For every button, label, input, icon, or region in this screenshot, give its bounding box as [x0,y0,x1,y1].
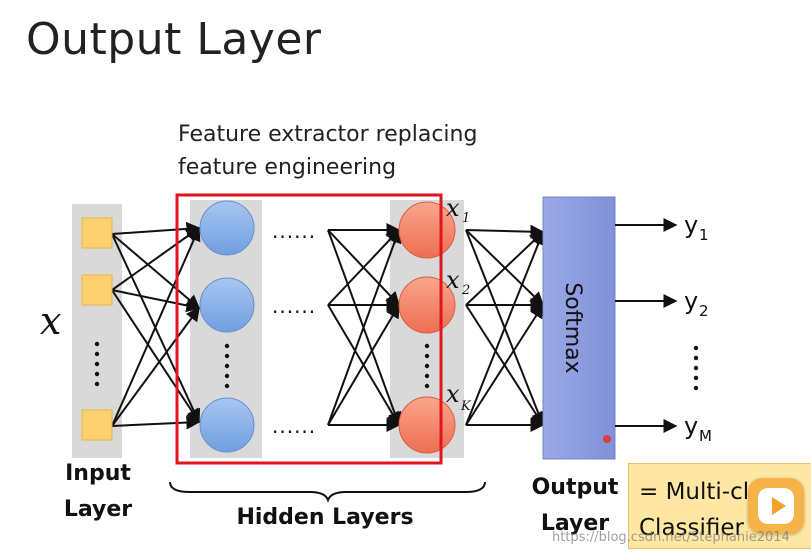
output-y-3: y [684,412,698,440]
hidden-node-3 [199,397,255,453]
feature-sub-3: K [460,399,472,414]
cursor-dot [603,435,611,443]
hidden-node-2 [199,277,255,333]
input-ellipsis [94,341,100,387]
caption: Feature extractor replacing feature engi… [178,118,477,184]
feature-to-softmax-connections [465,224,545,432]
output-layer-label: Output Layer [531,475,619,536]
play-icon [758,488,794,524]
hidden-to-feature-connections [327,223,402,432]
hidden-layers-brace [169,481,486,503]
output-y-2: y [684,287,698,315]
feature-sub-1: 1 [462,211,470,226]
output-ellipsis [693,345,699,391]
output-sub-2: 2 [699,302,709,320]
feature-sub-2: 2 [461,283,470,298]
caption-line-1: Feature extractor replacing [178,122,478,147]
output-sub-1: 1 [699,226,709,244]
hidden-vertical-ellipsis [224,343,230,389]
output-sub-3: M [699,427,712,445]
input-node-3 [81,409,113,441]
hidden-dots-2: ...... [272,294,316,318]
hidden-layers-label: Hidden Layers [236,505,414,530]
softmax-box [542,196,616,460]
softmax-label: Softmax [560,282,585,373]
caption-line-2: feature engineering [178,155,397,180]
feature-x-1: x [446,194,460,222]
input-node-2 [81,274,113,306]
feature-x-2: x [446,266,460,294]
feature-extractor-highlight [175,193,443,465]
input-node-1 [81,217,113,249]
hidden-dots-1: ...... [272,219,316,243]
output-y-1: y [684,211,698,239]
input-to-hidden-connections [111,221,201,430]
play-button[interactable] [748,478,804,534]
output-arrows [615,218,678,433]
note-line-2: Classifier [639,515,744,541]
hidden-dots-3: ...... [272,414,316,438]
input-symbol: x [40,299,61,343]
hidden-node-1 [199,200,255,256]
watermark: https://blog.csdn.net/Stephanie2014 [552,530,790,545]
feature-x-3: x [446,380,460,408]
input-layer-label: Input Layer [63,461,133,522]
page-title: Output Layer [26,14,322,65]
feature-vertical-ellipsis [424,343,430,389]
